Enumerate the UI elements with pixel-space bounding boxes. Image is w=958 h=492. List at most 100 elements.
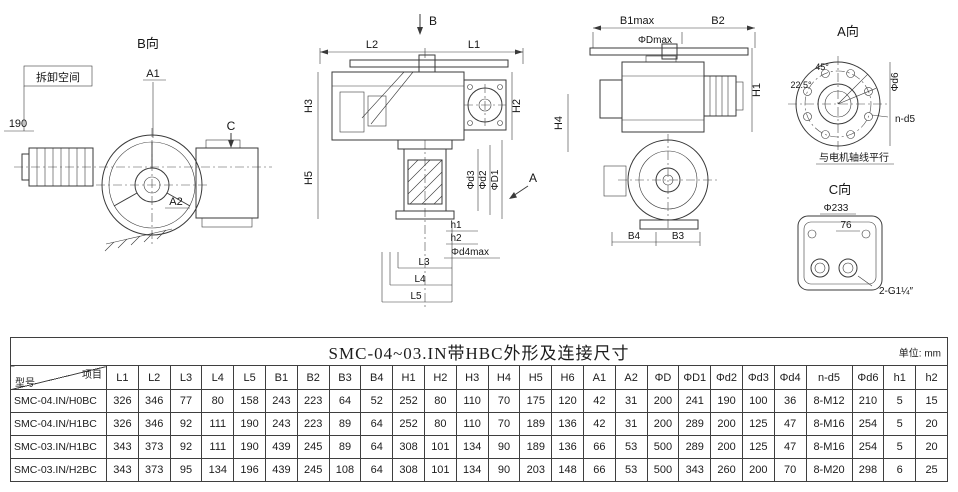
- value-cell: 134: [201, 458, 235, 482]
- motor-axis-note-label: 与电机轴线平行: [819, 151, 889, 164]
- flange-face: [788, 56, 888, 154]
- value-cell: 20: [915, 412, 948, 436]
- value-cell: 52: [360, 389, 394, 413]
- value-cell: 158: [233, 389, 266, 413]
- model-cell: SMC-03.IN/H1BC: [10, 435, 107, 459]
- value-cell: 42: [582, 389, 616, 413]
- value-cell: 31: [614, 389, 648, 413]
- arrow-a-label: A: [529, 171, 537, 185]
- a-view-label: A向: [837, 24, 859, 39]
- dim-phi-d6: Φd6: [889, 62, 901, 146]
- dims-phi-stack: Φd3 Φd2 ΦD1: [466, 140, 503, 219]
- value-cell: 326: [106, 412, 139, 436]
- corner-label-item: 项目: [82, 370, 102, 381]
- view-b: B向 拆卸空间 190: [4, 36, 272, 252]
- value-cell: 308: [392, 458, 425, 482]
- column-header: L2: [137, 365, 171, 390]
- value-cell: 190: [233, 412, 266, 436]
- column-header: H3: [455, 365, 489, 390]
- column-header: A1: [582, 365, 616, 390]
- angle-45-label: 45°: [815, 62, 829, 72]
- value-cell: 31: [614, 412, 648, 436]
- value-cell: 100: [741, 389, 775, 413]
- column-header: h1: [883, 365, 917, 390]
- value-cell: 20: [915, 435, 948, 459]
- dim-c-arrow: C: [227, 119, 236, 148]
- dim-h1-vertical: H1: [751, 48, 763, 132]
- column-header: L3: [169, 365, 203, 390]
- column-header: H4: [487, 365, 521, 390]
- dim-h2: H2: [511, 72, 523, 140]
- column-header: A2: [614, 365, 648, 390]
- actuator-body-front: [331, 71, 465, 141]
- dim-c-label: C: [227, 119, 236, 133]
- value-cell: 92: [169, 435, 203, 459]
- dim-h5-label: H5: [303, 171, 315, 185]
- value-cell: 42: [582, 412, 616, 436]
- column-header: L5: [233, 365, 266, 390]
- dim-phi-dmax-label: ΦDmax: [638, 35, 672, 46]
- value-cell: 200: [710, 412, 743, 436]
- wall-hatch: [104, 228, 173, 252]
- value-cell: 241: [678, 389, 712, 413]
- value-cell: 110: [455, 412, 489, 436]
- value-cell: 500: [646, 435, 680, 459]
- value-cell: 245: [296, 458, 330, 482]
- value-cell: 200: [646, 412, 680, 436]
- value-cell: 8-M20: [805, 458, 853, 482]
- dim-l2-l1: L2 L1: [319, 39, 524, 64]
- value-cell: 64: [360, 435, 394, 459]
- value-cell: 260: [710, 458, 743, 482]
- value-cell: 90: [487, 435, 521, 459]
- value-cell: 298: [851, 458, 885, 482]
- value-cell: 36: [773, 389, 807, 413]
- value-cell: 64: [360, 412, 394, 436]
- value-cell: 90: [487, 458, 521, 482]
- dim-h1-label: h1: [450, 220, 462, 231]
- unit-label: 单位: mm: [898, 348, 941, 359]
- value-cell: 101: [423, 435, 457, 459]
- value-cell: 92: [169, 412, 203, 436]
- b-view-label: B向: [137, 36, 159, 51]
- dim-l1-label: L1: [468, 39, 480, 51]
- dim-h4-vertical: H4: [553, 94, 569, 152]
- value-cell: 252: [392, 389, 425, 413]
- dim-h2-small-label: h2: [450, 233, 462, 244]
- value-cell: 64: [328, 389, 362, 413]
- value-cell: 326: [106, 389, 139, 413]
- value-cell: 223: [296, 389, 330, 413]
- value-cell: 203: [519, 458, 553, 482]
- dim-H1-label: H1: [751, 83, 763, 97]
- value-cell: 343: [106, 435, 139, 459]
- column-header: ΦD1: [678, 365, 712, 390]
- value-cell: 77: [169, 389, 203, 413]
- value-cell: 148: [551, 458, 584, 482]
- value-cell: 175: [519, 389, 553, 413]
- column-header: H2: [423, 365, 457, 390]
- drawing-canvas: B向 拆卸空间 190: [4, 14, 915, 308]
- view-front: B L2 L1: [303, 14, 537, 308]
- value-cell: 8-M16: [805, 435, 853, 459]
- view-side: B1max B2 ΦDmax: [553, 15, 763, 246]
- value-cell: 80: [201, 389, 235, 413]
- arrow-b-label: B: [429, 14, 437, 28]
- dim-a2-label: A2: [169, 196, 182, 208]
- value-cell: 200: [710, 435, 743, 459]
- value-cell: 53: [614, 458, 648, 482]
- dim-n-d5: n-d5: [871, 114, 915, 125]
- value-cell: 6: [883, 458, 917, 482]
- terminal-box: [463, 79, 507, 131]
- value-cell: 210: [851, 389, 885, 413]
- value-cell: 80: [423, 412, 457, 436]
- value-cell: 346: [137, 389, 171, 413]
- value-cell: 111: [201, 412, 235, 436]
- dim-h3-label: H3: [303, 99, 315, 113]
- value-cell: 89: [328, 412, 362, 436]
- dims-h1-h2-small: h1 h2 Φd4max: [444, 220, 500, 259]
- value-cell: 5: [883, 412, 917, 436]
- dim-l3-label: L3: [418, 257, 430, 268]
- corner-header-cell: 项目 型号: [10, 365, 107, 390]
- column-header: Φd4: [773, 365, 807, 390]
- value-cell: 289: [678, 412, 712, 436]
- valve-column: [395, 139, 455, 308]
